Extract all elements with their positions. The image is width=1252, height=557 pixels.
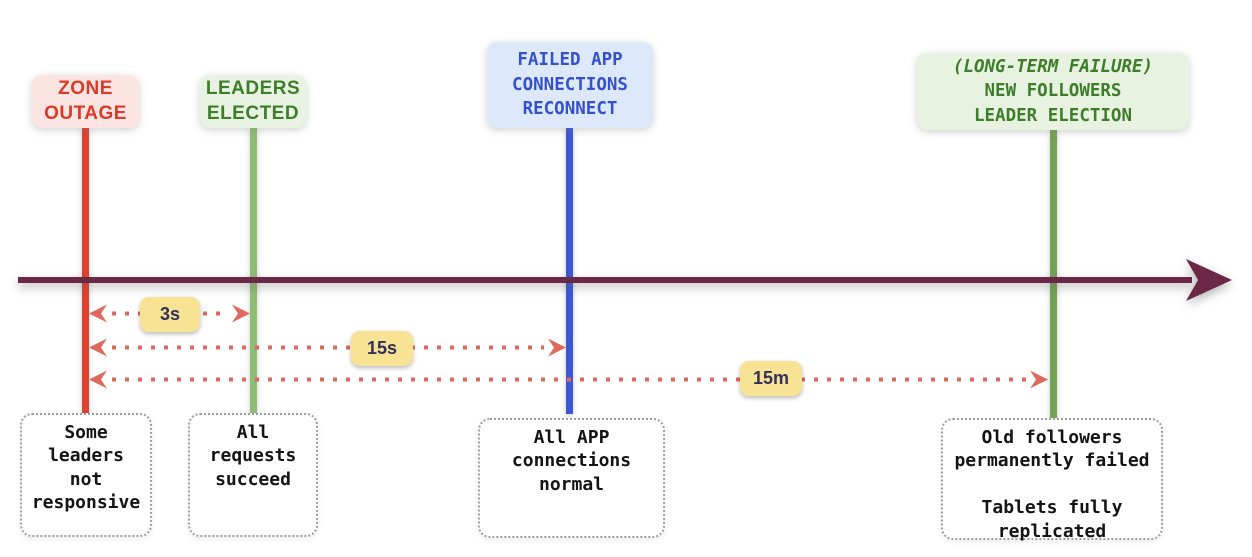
event-lines — [82, 127, 1057, 418]
interval-arrow-3s-right-arrowhead-icon — [232, 304, 250, 323]
event-label-zone-outage: ZONE OUTAGE — [32, 75, 139, 128]
event-note-zone-outage: Some leaders not responsive — [20, 413, 152, 537]
time-axis-arrowhead-icon — [1186, 259, 1232, 301]
interval-arrow-15m-left-arrowhead-icon — [89, 370, 107, 389]
event-label-failed-app-connections-reconnect: FAILED APP CONNECTIONS RECONNECT — [487, 42, 653, 128]
time-axis — [18, 259, 1232, 301]
long-term-failure-prefix: (LONG-TERM FAILURE) — [952, 56, 1154, 77]
long-term-failure-title: NEW FOLLOWERS LEADER ELECTION — [973, 81, 1133, 126]
interval-badge-15s: 15s — [351, 331, 413, 366]
interval-arrow-15m — [89, 370, 1048, 389]
interval-arrow-15s-left-arrowhead-icon — [89, 338, 107, 357]
event-note-new-followers-leader-election: Old followers permanently failed Tablets… — [941, 418, 1163, 542]
interval-arrow-3s-left-arrowhead-icon — [89, 304, 107, 323]
interval-arrow-15s-right-arrowhead-icon — [548, 338, 566, 357]
interval-badge-3s: 3s — [140, 297, 200, 332]
interval-arrow-15m-right-arrowhead-icon — [1030, 370, 1048, 389]
interval-arrow-3s — [89, 304, 250, 323]
event-note-leaders-elected: All requests succeed — [188, 413, 318, 537]
event-label-leaders-elected: LEADERS ELECTED — [200, 75, 306, 128]
event-label-new-followers-leader-election: (LONG-TERM FAILURE) NEW FOLLOWERS LEADER… — [917, 53, 1189, 130]
interval-arrow-15s — [89, 338, 566, 357]
event-note-failed-app-connections-reconnect: All APP connections normal — [478, 418, 665, 538]
interval-badge-15m: 15m — [740, 361, 802, 396]
